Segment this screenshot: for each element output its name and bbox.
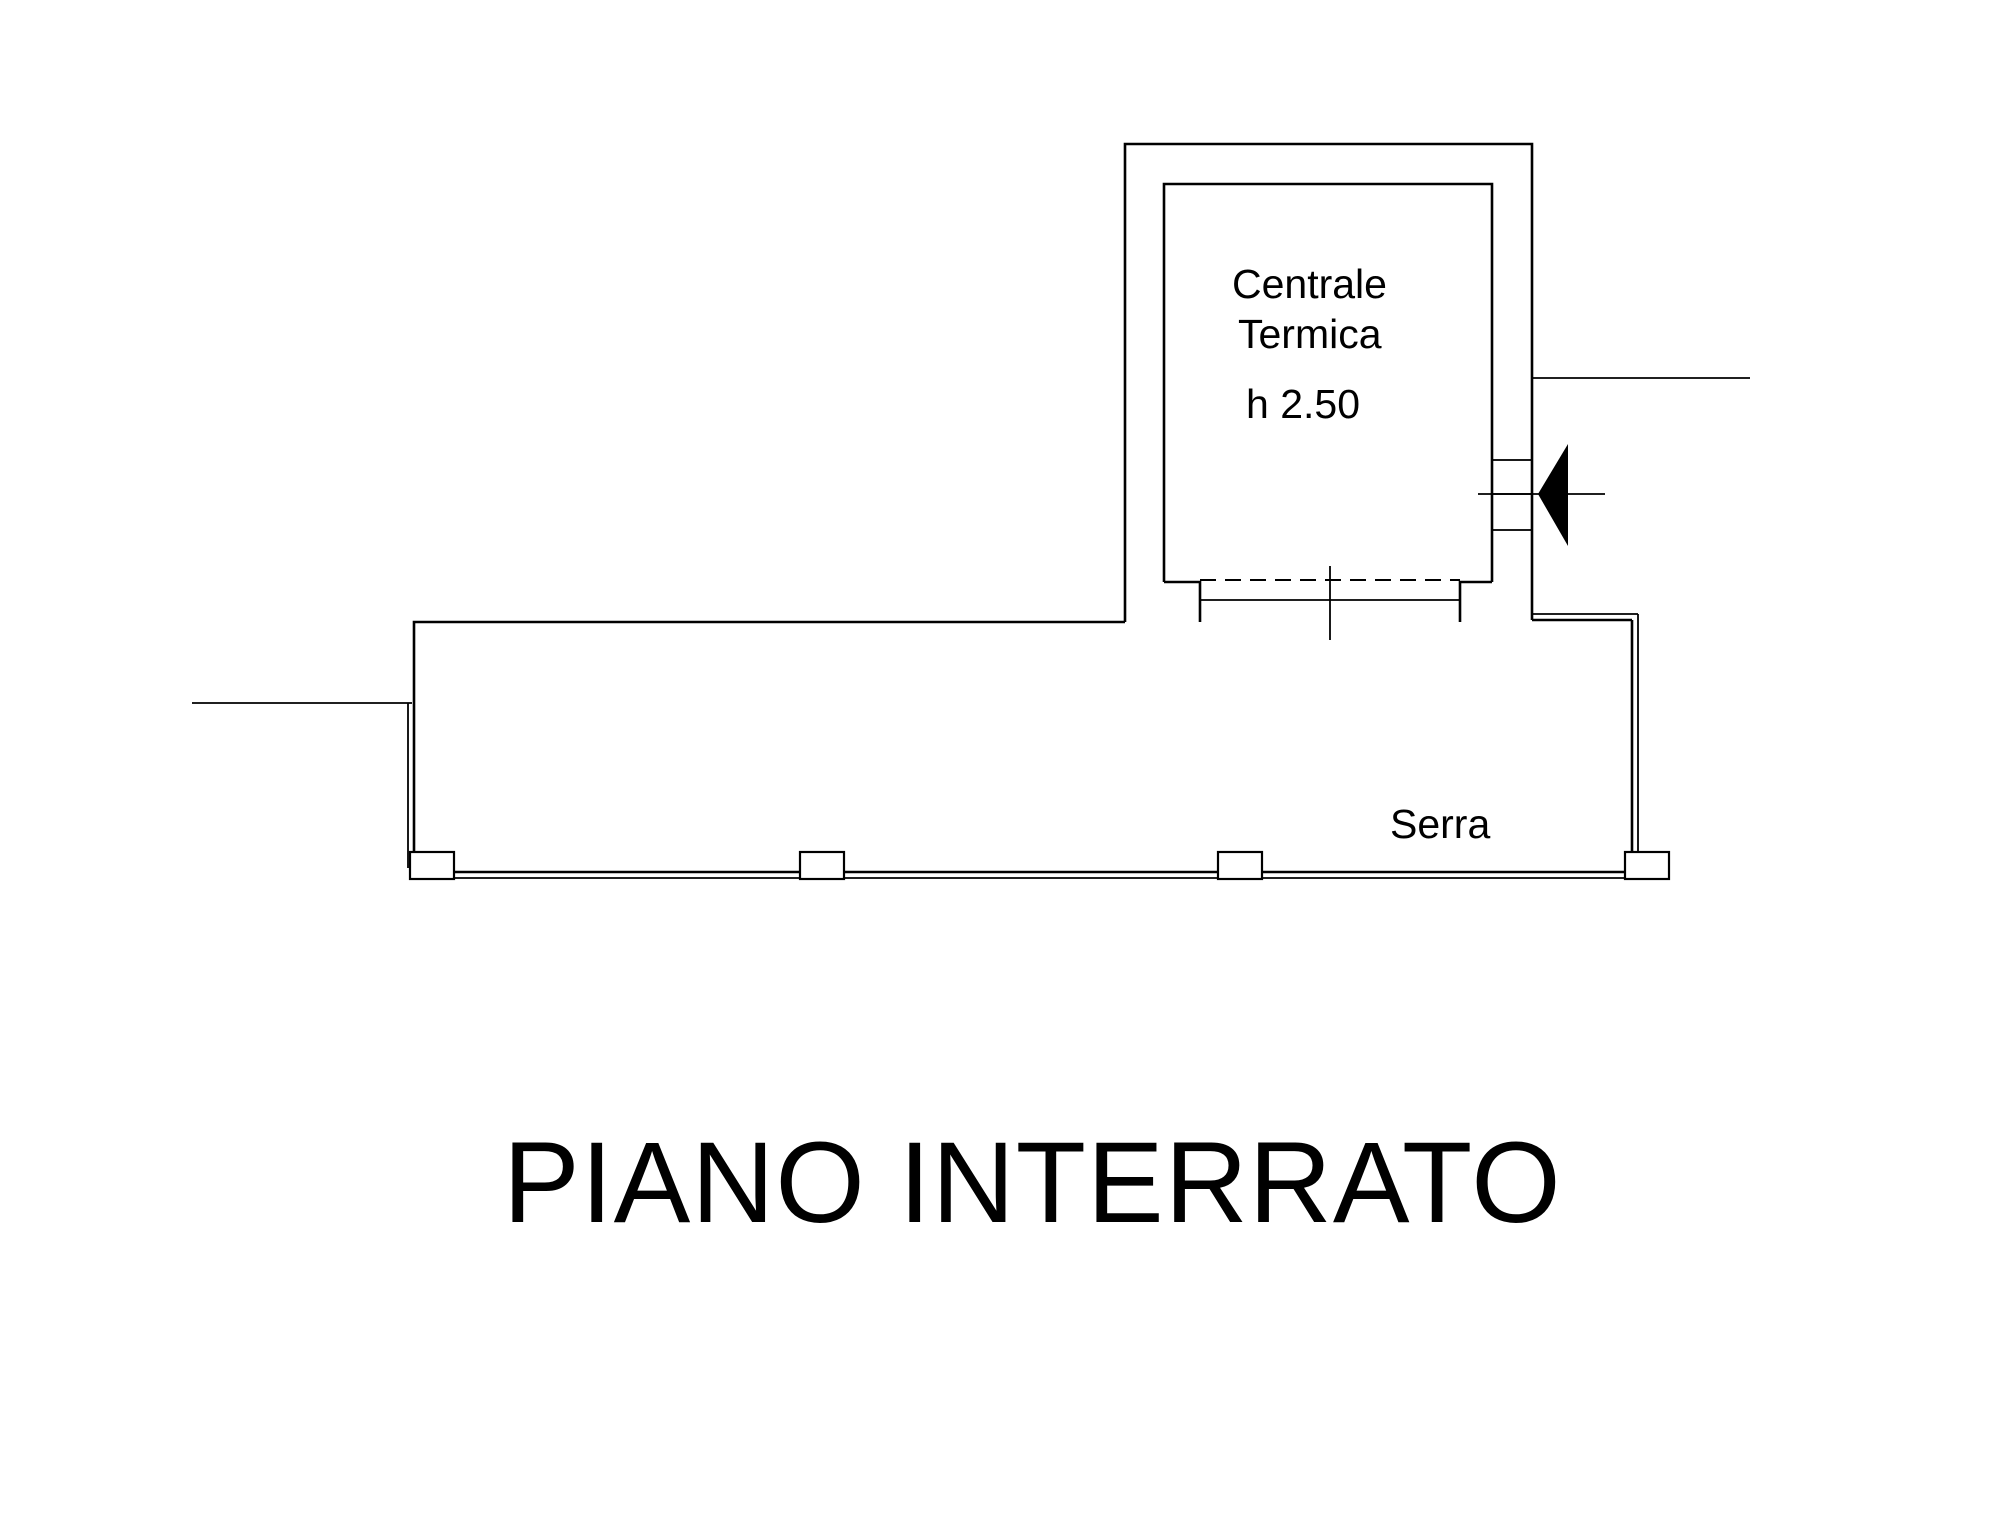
post [798, 850, 846, 881]
boiler-room-walls [1123, 142, 1534, 622]
room-height-label: h 2.50 [1246, 381, 1360, 427]
post [1216, 850, 1264, 881]
boundary-lines [192, 377, 1750, 704]
room-label-centrale: Centrale [1232, 261, 1387, 307]
room-label-termica: Termica [1238, 311, 1382, 357]
greenhouse-walls [407, 613, 1640, 879]
post [1623, 850, 1671, 881]
greenhouse-posts [408, 850, 1671, 881]
room-label-serra: Serra [1390, 801, 1490, 847]
post [408, 850, 456, 881]
boiler-room-window [1491, 459, 1533, 531]
plan-title: PIANO INTERRATO [503, 1119, 1562, 1247]
entrance-arrow-icon [1478, 444, 1605, 546]
boiler-room-door [1200, 566, 1460, 640]
